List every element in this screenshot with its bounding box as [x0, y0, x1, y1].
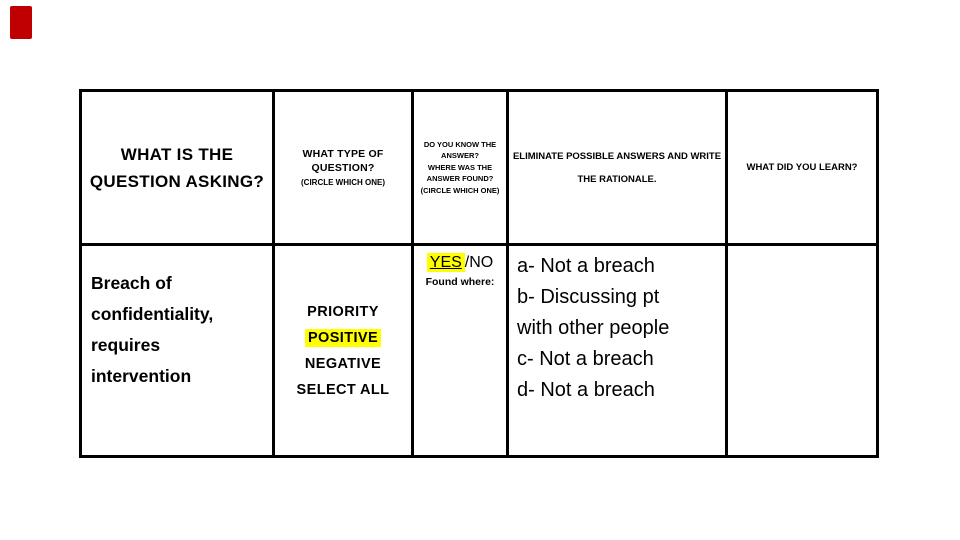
cell-know-answer: YES/NO Found where: — [411, 243, 509, 458]
header-subline: (CIRCLE WHICH ONE) — [301, 177, 385, 187]
option-label: SELECT ALL — [296, 381, 390, 398]
header-question-type: WHAT TYPE OF QUESTION? (CIRCLE WHICH ONE… — [272, 89, 414, 246]
option-label-highlighted: POSITIVE — [304, 328, 382, 347]
entry-row: Breach of confidentiality, requires inte… — [79, 243, 879, 458]
option-negative: NEGATIVE — [275, 351, 411, 377]
header-line: QUESTION? — [311, 161, 375, 174]
header-line: ELIMINATE POSSIBLE ANSWERS AND WRITE — [512, 150, 722, 162]
header-question-asking: WHAT IS THE QUESTION ASKING? — [79, 89, 275, 246]
question-worksheet-table: WHAT IS THE QUESTION ASKING? WHAT TYPE O… — [79, 89, 879, 458]
question-line: requires — [91, 335, 161, 355]
header-line: THE RATIONALE. — [577, 173, 657, 185]
red-accent-mark — [10, 6, 32, 39]
cell-answer-rationale: a- Not a breach b- Discussing pt with ot… — [506, 243, 728, 458]
header-line: WHAT TYPE OF — [302, 147, 384, 160]
answer-line: d- Not a breach — [517, 379, 655, 401]
header-what-learned: WHAT DID YOU LEARN? — [725, 89, 879, 246]
answer-line: c- Not a breach — [517, 348, 654, 370]
found-where-label: Found where: — [425, 276, 495, 288]
cell-question-topic: Breach of confidentiality, requires inte… — [79, 243, 275, 458]
header-eliminate-answers: ELIMINATE POSSIBLE ANSWERS AND WRITE THE… — [506, 89, 728, 246]
header-row: WHAT IS THE QUESTION ASKING? WHAT TYPE O… — [79, 89, 879, 246]
option-label: PRIORITY — [307, 303, 379, 320]
question-line: confidentiality, — [91, 304, 214, 324]
header-line: DO YOU KNOW THE — [423, 139, 497, 149]
option-label: NEGATIVE — [304, 355, 382, 372]
header-line: ANSWER FOUND? — [426, 174, 494, 184]
header-know-answer: DO YOU KNOW THE ANSWER? WHERE WAS THE AN… — [411, 89, 509, 246]
question-line: intervention — [91, 366, 192, 386]
header-line: QUESTION ASKING? — [89, 171, 265, 191]
option-select-all: SELECT ALL — [275, 377, 411, 403]
answer-line: with other people — [517, 317, 670, 339]
header-line: WHAT IS THE — [120, 144, 234, 164]
no-option: /NO — [464, 254, 494, 271]
answer-line: a- Not a breach — [517, 255, 655, 277]
question-line: Breach of — [91, 273, 172, 293]
yes-no-choice: YES/NO — [414, 252, 506, 274]
yes-highlighted: YES — [426, 253, 465, 272]
option-positive: POSITIVE — [275, 325, 411, 351]
answer-line: b- Discussing pt — [517, 286, 660, 308]
header-line: WHAT DID YOU LEARN? — [746, 161, 858, 173]
cell-what-learned-empty — [725, 243, 879, 458]
header-line: (CIRCLE WHICH ONE) — [420, 185, 500, 195]
option-priority: PRIORITY — [275, 299, 411, 325]
header-line: WHERE WAS THE — [427, 162, 493, 172]
header-line: ANSWER? — [441, 151, 479, 161]
cell-question-type-options: PRIORITY POSITIVE NEGATIVE SELECT ALL — [272, 243, 414, 458]
